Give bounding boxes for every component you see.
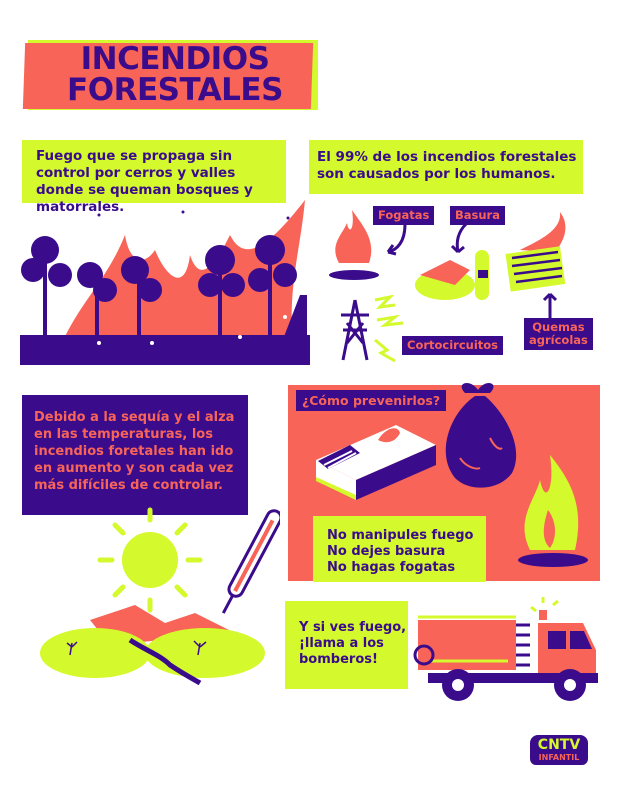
tip-no-trash: No dejes basura (327, 544, 446, 559)
trash-pile-icon (415, 250, 489, 300)
definition-text: Fuego que se propaga sin control por cer… (36, 148, 253, 215)
label-trash: Basura (450, 206, 505, 225)
call-line: Y si ves fuego, (299, 620, 407, 635)
tip-no-fire: No manipules fuego (327, 528, 474, 543)
logo-line-1: CNTV (530, 735, 588, 753)
cntv-infantil-logo: CNTV INFANTIL (530, 735, 588, 765)
call-firefighters-text: Y si ves fuego, ¡llama a los bomberos! (285, 601, 408, 668)
logo-line-2: INFANTIL (530, 753, 588, 765)
label-line: Quemas (532, 320, 585, 334)
causes-box: El 99% de los incendios forestales son c… (309, 140, 583, 194)
label-campfires: Fogatas (373, 206, 435, 225)
causes-text: El 99% de los incendios forestales son c… (317, 149, 577, 182)
prevention-heading: ¿Cómo prevenirlos? (296, 390, 447, 411)
campfire-icon (329, 210, 379, 280)
climate-box: Debido a la sequía y el alza en las temp… (22, 395, 248, 515)
tip-no-campfires: No hagas fogatas (327, 560, 456, 575)
call-line: bomberos! (299, 652, 378, 667)
label-line: agrícolas (529, 333, 588, 347)
fire-truck-illustration (413, 597, 598, 701)
arrow-icon (386, 223, 407, 256)
label-short-circuits: Cortocircuitos (402, 336, 504, 355)
label-agricultural-burning: Quemas agrícolas (524, 318, 593, 350)
call-firefighters-box: Y si ves fuego, ¡llama a los bomberos! (285, 601, 408, 689)
burning-forest-illustration (20, 200, 310, 365)
title-line-2: FORESTALES (67, 72, 283, 108)
trash-bag-icon (445, 382, 517, 488)
power-tower-icon (341, 295, 404, 363)
arrow-icon (542, 292, 558, 318)
prevention-tips: No manipules fuego No dejes basura No ha… (313, 516, 486, 576)
page-title: INCENDIOS FORESTALES (40, 44, 310, 106)
agricultural-burning-icon (505, 212, 566, 292)
definition-box: Fuego que se propaga sin control por cer… (22, 140, 286, 215)
climate-text: Debido a la sequía y el alza en las temp… (34, 410, 235, 493)
prevention-tips-box: No manipules fuego No dejes basura No ha… (313, 516, 486, 582)
arrow-icon (450, 222, 468, 254)
call-line: ¡llama a los (299, 636, 384, 651)
matchbox-icon (316, 425, 436, 500)
drought-landscape-illustration (40, 507, 280, 685)
title-line-1: INCENDIOS (80, 41, 270, 77)
campfire-icon (518, 455, 588, 567)
